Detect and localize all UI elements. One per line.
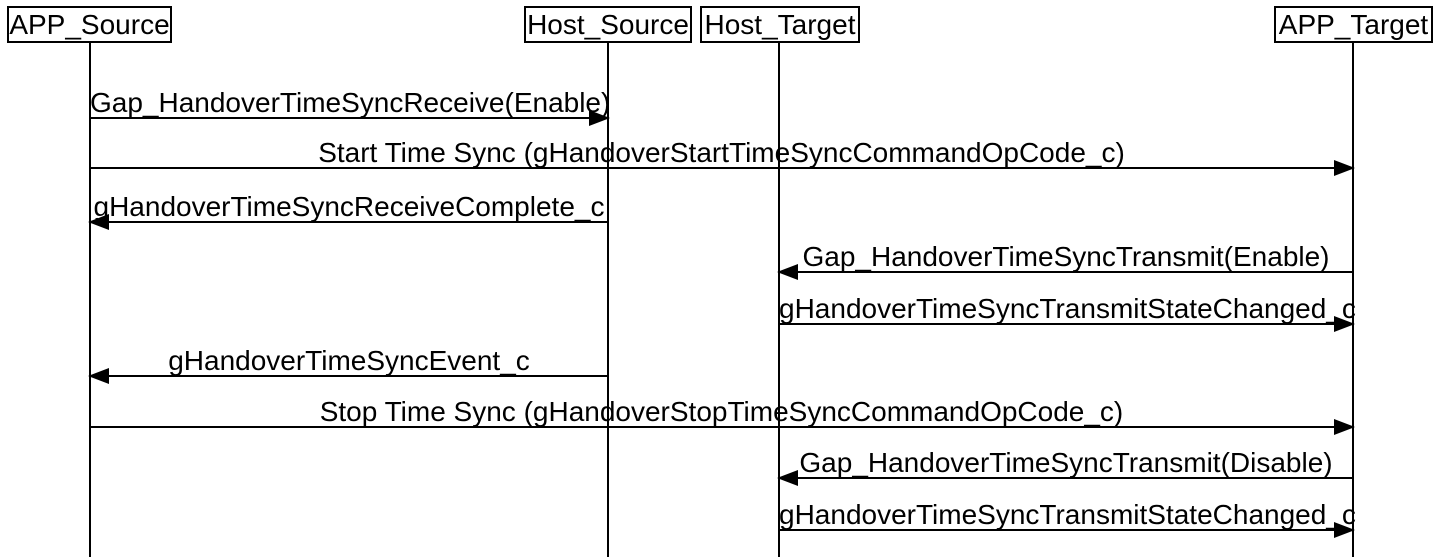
message-label: Stop Time Sync (gHandoverStopTimeSyncCom… bbox=[319, 395, 1124, 427]
message-label: Gap_HandoverTimeSyncReceive(Enable) bbox=[90, 86, 611, 118]
arrowhead-right-icon bbox=[1334, 522, 1355, 538]
message-ghandover-time-sync-transmit-state-changed-1: gHandoverTimeSyncTransmitStateChanged_c bbox=[779, 293, 1356, 332]
message-ghandover-time-sync-event: gHandoverTimeSyncEvent_c bbox=[88, 345, 608, 384]
message-gap-handover-time-sync-transmit-enable: Gap_HandoverTimeSyncTransmit(Enable) bbox=[777, 241, 1353, 280]
lifeline-host-target bbox=[778, 43, 780, 557]
participant-label-app-source: APP_Source bbox=[9, 8, 170, 40]
arrowhead-left-icon bbox=[88, 214, 109, 230]
participant-label-host-source: Host_Source bbox=[527, 8, 689, 40]
message-label: gHandoverTimeSyncEvent_c bbox=[168, 344, 530, 376]
arrowhead-right-icon bbox=[589, 110, 610, 126]
message-label: gHandoverTimeSyncTransmitStateChanged_c bbox=[779, 498, 1356, 530]
arrowhead-left-icon bbox=[88, 368, 109, 384]
participant-box-host-source: Host_Source bbox=[524, 6, 692, 43]
participant-box-app-target: APP_Target bbox=[1274, 6, 1433, 43]
arrowhead-right-icon bbox=[1334, 316, 1355, 332]
message-stop-time-sync: Stop Time Sync (gHandoverStopTimeSyncCom… bbox=[90, 396, 1355, 435]
participant-box-host-target: Host_Target bbox=[700, 6, 860, 43]
message-label: gHandoverTimeSyncTransmitStateChanged_c bbox=[779, 292, 1356, 324]
arrowhead-left-icon bbox=[777, 264, 798, 280]
participant-label-host-target: Host_Target bbox=[704, 8, 856, 40]
lifeline-host-source bbox=[607, 43, 609, 557]
message-label: Gap_HandoverTimeSyncTransmit(Enable) bbox=[802, 240, 1330, 272]
lifeline-app-source bbox=[89, 43, 91, 557]
participant-box-app-source: APP_Source bbox=[7, 6, 172, 43]
arrowhead-right-icon bbox=[1334, 160, 1355, 176]
message-label: gHandoverTimeSyncReceiveComplete_c bbox=[93, 190, 605, 222]
message-ghandover-time-sync-transmit-state-changed-2: gHandoverTimeSyncTransmitStateChanged_c bbox=[779, 499, 1356, 538]
message-gap-handover-time-sync-receive-enable: Gap_HandoverTimeSyncReceive(Enable) bbox=[90, 87, 610, 126]
lifeline-app-target bbox=[1352, 43, 1354, 557]
message-label: Gap_HandoverTimeSyncTransmit(Disable) bbox=[799, 446, 1333, 478]
message-gap-handover-time-sync-transmit-disable: Gap_HandoverTimeSyncTransmit(Disable) bbox=[777, 447, 1353, 486]
participant-label-app-target: APP_Target bbox=[1278, 8, 1429, 40]
message-start-time-sync: Start Time Sync (gHandoverStartTimeSyncC… bbox=[90, 137, 1355, 176]
message-label: Start Time Sync (gHandoverStartTimeSyncC… bbox=[318, 136, 1125, 168]
arrowhead-left-icon bbox=[777, 470, 798, 486]
message-ghandover-time-sync-receive-complete: gHandoverTimeSyncReceiveComplete_c bbox=[88, 191, 608, 230]
arrowhead-right-icon bbox=[1334, 419, 1355, 435]
